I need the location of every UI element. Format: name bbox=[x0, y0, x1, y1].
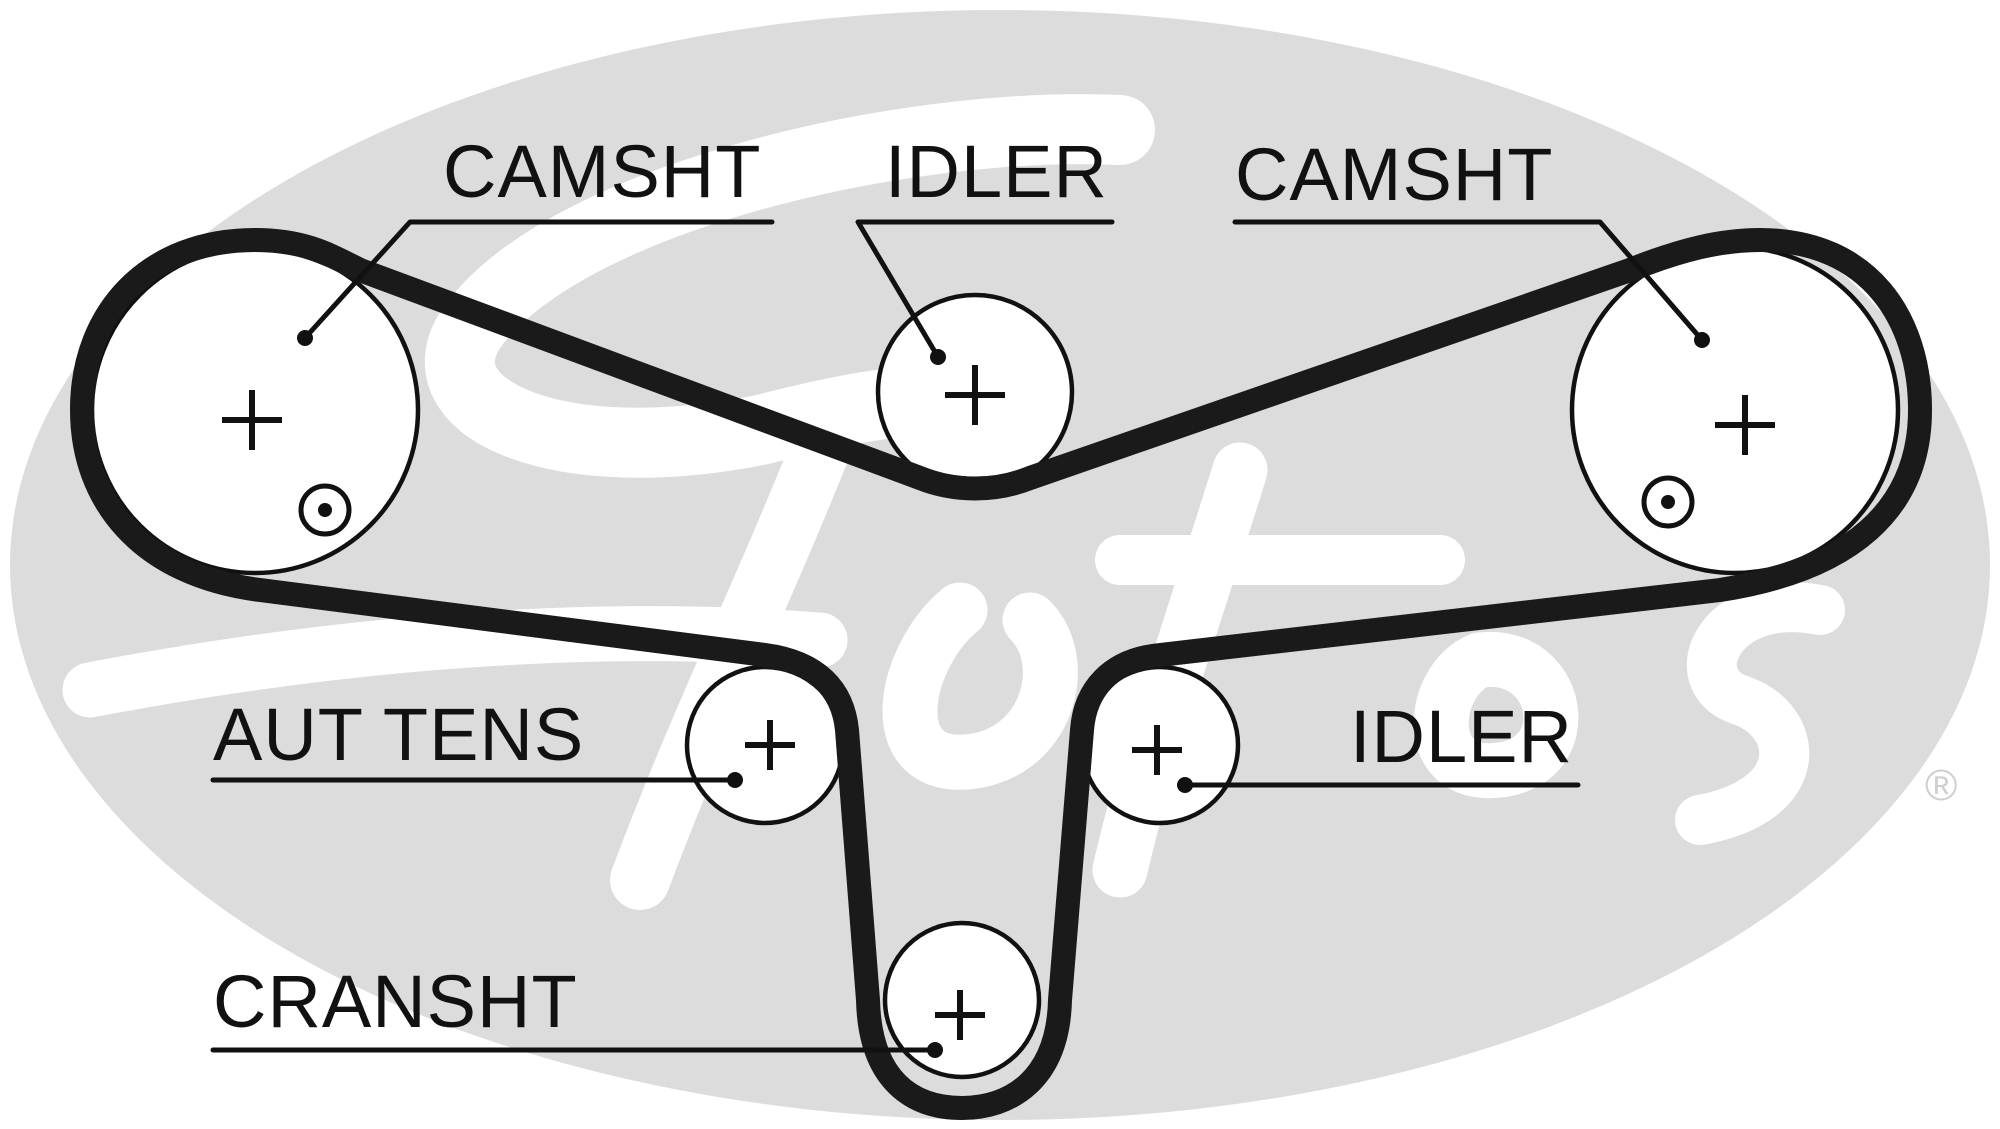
timing-belt bbox=[70, 228, 1932, 1120]
auto-tensioner-center-icon bbox=[745, 720, 795, 770]
camshaft-right-timing-mark-icon bbox=[1641, 475, 1695, 529]
leader-lines bbox=[210, 219, 1710, 1058]
auto-tensioner-label: AUT TENS bbox=[213, 693, 584, 776]
idler-top-leader bbox=[855, 219, 1115, 360]
camshaft-left-label: CAMSHT bbox=[443, 130, 761, 213]
camshaft-right-label: CAMSHT bbox=[1235, 133, 1553, 216]
camshaft-left-center-icon bbox=[222, 390, 282, 450]
labels: CAMSHT IDLER CAMSHT AUT TENS IDLER CRANS… bbox=[213, 130, 1573, 1043]
crankshaft-label: CRANSHT bbox=[213, 960, 578, 1043]
crankshaft-center-icon bbox=[935, 990, 985, 1040]
camshaft-right-pulley bbox=[1569, 244, 1901, 576]
timing-marks bbox=[298, 475, 1695, 537]
center-marks bbox=[222, 365, 1775, 1040]
camshaft-right-center-icon bbox=[1715, 395, 1775, 455]
idler-bottom-label: IDLER bbox=[1350, 695, 1573, 778]
gates-watermark: ® bbox=[10, 10, 1990, 1120]
registered-mark: ® bbox=[1925, 761, 1957, 810]
camshaft-left-leader bbox=[302, 219, 775, 341]
camshaft-right-leader bbox=[1232, 219, 1705, 343]
idler-top-center-icon bbox=[945, 365, 1005, 425]
camshaft-left-timing-mark-icon bbox=[298, 483, 352, 537]
idler-bottom-center-icon bbox=[1132, 725, 1182, 775]
idler-top-label: IDLER bbox=[885, 130, 1108, 213]
